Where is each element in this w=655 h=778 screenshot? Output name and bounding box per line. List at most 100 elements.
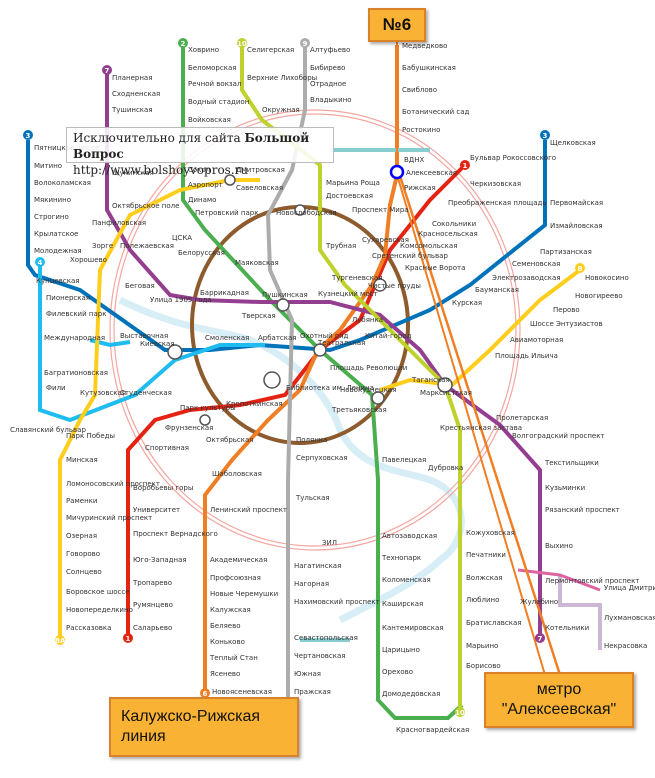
station-kashirskaya: Каширская [382, 600, 423, 608]
interchanges [167, 174, 453, 426]
station-shosse: Шоссе Энтузиастов [530, 320, 603, 328]
station-botanichesky-sad: Ботанический сад [402, 108, 470, 116]
station-ulitsa-1905: Улица 1905 года [150, 296, 212, 304]
station-biblioteka: Библиотека им. Ленина [286, 384, 374, 392]
station-krasnogvardeyskaya: Красногвардейская [396, 726, 469, 734]
station-frunzenskaya: Фрунзенская [165, 424, 213, 432]
station-novoyasenevskaya: Новоясеневская [212, 688, 272, 696]
station-turgenevskaya: Тургеневская [331, 274, 382, 282]
station-domodedovskaya: Домодедовская [382, 690, 440, 698]
station-baumanskaya: Бауманская [475, 286, 519, 294]
station-teatralnaya: Театральная [317, 339, 365, 347]
station-sokolniki: Сокольники [432, 220, 476, 228]
station-nekrasovka: Некрасовка [604, 642, 647, 650]
station-vystavochnaya: Выставочная [120, 332, 168, 340]
station-skhodnenskaya: Сходненская [112, 90, 160, 98]
station-nagatinskaya: Нагатинская [294, 562, 341, 570]
station-rumyantsevo: Румянцево [133, 601, 173, 609]
station-bibirevo: Бибирево [310, 64, 345, 72]
station-lukhmanovskaya: Лухмановская [604, 614, 655, 622]
station-alekseevskaya: Алексеевская [406, 169, 457, 177]
station-dubrovka: Дубровка [428, 464, 463, 472]
station-aeroport: Аэропорт [188, 181, 223, 189]
station-kurskaya: Курская [452, 299, 482, 307]
station-rostokino: Ростокино [402, 126, 440, 134]
station-pechatniki: Печатники [466, 551, 506, 559]
station-strogino: Строгино [34, 213, 69, 221]
station-avtozavodskaya: Автозаводская [382, 532, 437, 540]
watermark-url: http://www.bolshoyvopros.ru [73, 163, 249, 177]
station-savyolovskaya: Савеловская [236, 184, 283, 192]
station-novoslobodskaya: Новослободская [276, 209, 337, 217]
station-ploshchad-revolyutsii: Площадь Революции [330, 364, 407, 372]
station-lermontovsky: Лермонтовский проспект [545, 577, 639, 585]
station-cherkizovskaya: Черкизовская [470, 180, 521, 188]
station-kutuzovskaya: Кутузовская [80, 389, 126, 397]
station-sevastopolskaya: Севастопольская [294, 634, 358, 642]
station-otradnoe: Отрадное [310, 80, 346, 88]
station-tushinskaya: Тушинская [111, 106, 153, 114]
station-vorobyovy: Воробьевы горы [133, 484, 193, 492]
watermark-prefix: Исключительно для сайта [73, 131, 245, 145]
station-pervomayskaya: Первомайская [550, 199, 603, 207]
station-vykhino: Выхино [545, 542, 573, 550]
station-sportivnaya: Спортивная [145, 444, 189, 452]
station-shchukinskaya: Щукинская [112, 169, 154, 177]
station-polezhaevskaya: Полежаевская [120, 242, 174, 250]
station-yugo-zapadnaya: Юго-Западная [133, 556, 187, 564]
station-kitay-gorod: Китай-город [365, 332, 412, 340]
station-vodny-stadion: Водный стадион [188, 98, 249, 106]
line-8-west [58, 178, 260, 640]
callout-line-name: Калужско-Рижская линия [109, 697, 299, 757]
station-chertanovskaya: Чертановская [294, 652, 345, 660]
station-kuzminki: Кузьминки [545, 484, 585, 492]
station-tulskaya: Тульская [295, 494, 330, 502]
station-kuntsevskaya: Кунцевская [36, 277, 79, 285]
station-filyovsky-park: Филевский парк [46, 310, 106, 318]
station-volokolamskaya: Волоколамская [34, 179, 91, 187]
station-volgogradsky: Волгоградский проспект [512, 432, 605, 440]
station-profsoyuznaya: Профсоюзная [210, 574, 261, 582]
line-number-6: 6 [203, 690, 208, 698]
station-dostoevskaya: Достоевская [326, 192, 373, 200]
station-vladykino: Владыкино [310, 96, 352, 104]
station-shabolovskaya: Шаболовская [212, 470, 262, 478]
station-petrovsky-park: Петровский парк [195, 209, 258, 217]
station-altufyevo: Алтуфьево [310, 46, 350, 54]
station-orekhovo: Орехово [382, 668, 413, 676]
station-okhotny-ryad: Охотный ряд [300, 332, 349, 340]
station-seligerskaya: Селигерская [247, 46, 294, 54]
line-number-7-south: 7 [538, 635, 543, 643]
station-krasnoselskaya: Красносельская [418, 230, 478, 238]
station-verkhnie-likhobory: Верхние Лихоборы [247, 74, 317, 82]
watermark: Исключительно для сайта Большой Вопрос h… [66, 127, 334, 177]
station-izmaylovskaya: Измайловская [550, 222, 603, 230]
watermark-bold: Большой Вопрос [73, 131, 310, 161]
line-4-path [38, 265, 265, 423]
station-krasnye-vorota: Красные Ворота [405, 264, 465, 272]
station-leninsky: Ленинский проспект [210, 506, 287, 514]
station-bulvar-rokossovskogo: Бульвар Рокоссовского [470, 154, 556, 162]
station-sukharevskaya: Сухаревская [362, 236, 409, 244]
station-voykovskaya: Войковская [188, 116, 231, 124]
station-kaluzhskaya: Калужская [210, 606, 251, 614]
line-number-8a: 8A [55, 637, 66, 645]
line-number-8: 8 [578, 265, 583, 273]
station-begovaya: Беговая [125, 282, 155, 290]
station-polyanka: Полянка [296, 436, 327, 444]
line-12-path [558, 575, 602, 650]
station-khovrino: Ховрино [188, 46, 219, 54]
station-zhulebino: Жулебино [520, 598, 558, 606]
station-nagornaya: Нагорная [294, 580, 329, 588]
line-6-path [203, 45, 399, 695]
station-babushkinskaya: Бабушкинская [402, 64, 456, 72]
station-bagrationovskaya: Багратионовская [44, 369, 108, 377]
station-kotelniki: Котельники [545, 624, 589, 632]
station-minskaya: Минская [66, 456, 98, 464]
line-number-9: 9 [303, 40, 308, 48]
station-borovskoe: Боровское шоссе [66, 588, 130, 596]
station-taganskaya: Таганская [411, 376, 450, 384]
line-15-path [517, 568, 601, 592]
station-myakinino: Мякинино [34, 196, 71, 204]
station-tverskaya: Тверская [241, 312, 276, 320]
